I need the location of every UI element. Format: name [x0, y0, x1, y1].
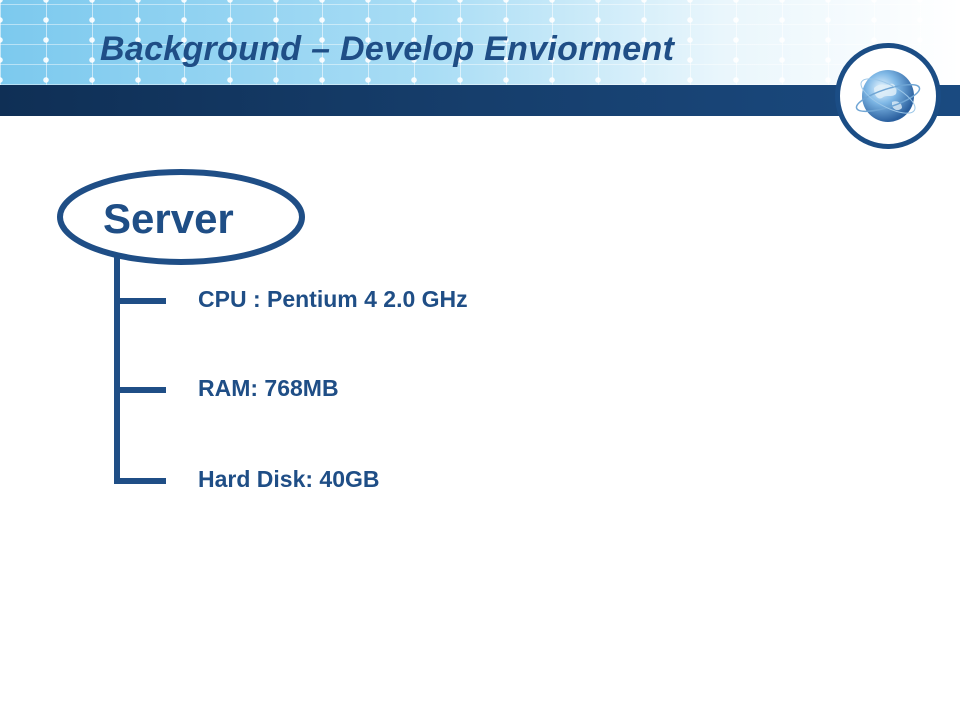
title-bar [0, 85, 960, 116]
root-ellipse [57, 169, 305, 265]
item-cpu-label: CPU : Pentium 4 2.0 GHz [198, 286, 468, 312]
server-spec-diagram: Server CPU : Pentium 4 2.0 GHz RAM: 768M… [0, 160, 960, 520]
header-dot-pattern [0, 0, 960, 85]
item-disk-label: Hard Disk: 40GB [198, 466, 380, 492]
globe-icon [855, 70, 921, 122]
root-node-label: Server [103, 195, 234, 242]
slide-title: Background – Develop Enviorment [100, 30, 675, 68]
item-ram-label: RAM: 768MB [198, 375, 339, 401]
diagram-connector-lines [57, 169, 305, 484]
globe-badge [835, 43, 941, 149]
